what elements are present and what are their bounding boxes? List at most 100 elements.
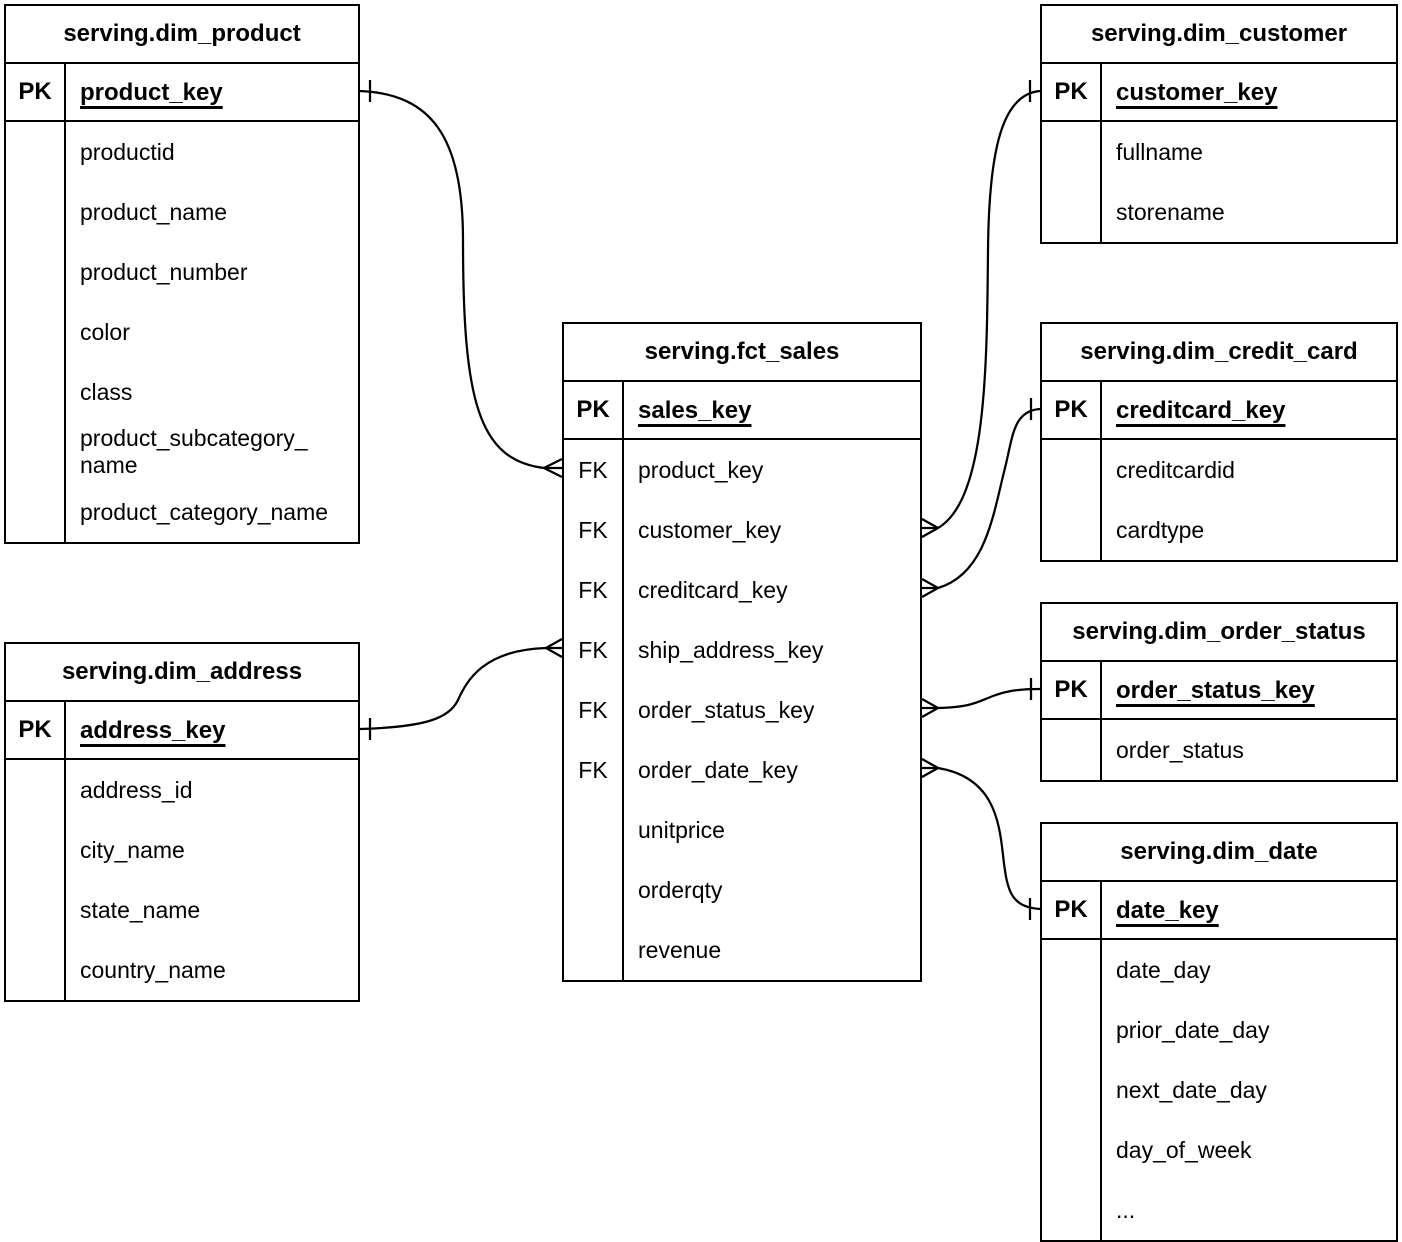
field-name: product_subcategory_ name [80, 425, 308, 478]
gutter-cell [6, 940, 66, 1000]
fk-label: FK [564, 500, 624, 560]
relationship-line[interactable] [937, 766, 1041, 911]
gutter-cell [1042, 1000, 1102, 1060]
gutter-cell [1042, 500, 1102, 560]
field-row: city_name [6, 820, 358, 880]
relationship-order-date[interactable] [921, 758, 1041, 920]
gutter-cell [6, 422, 66, 482]
crow-foot-many-marker [545, 647, 563, 658]
gutter-cell [1042, 182, 1102, 242]
field-row: fullname [1042, 122, 1396, 182]
relationship-product[interactable] [359, 80, 563, 479]
field-name: prior_date_day [1116, 1016, 1270, 1043]
field-row: product_subcategory_ name [6, 422, 358, 482]
gutter-cell [6, 182, 66, 242]
field-name: day_of_week [1116, 1136, 1252, 1163]
table-title: serving.dim_date [1042, 824, 1396, 882]
field-row: prior_date_day [1042, 1000, 1396, 1060]
fk-label: FK [564, 680, 624, 740]
field-name: next_date_day [1116, 1076, 1267, 1103]
field-name: revenue [638, 936, 722, 963]
field-name: storename [1116, 198, 1225, 225]
field-name: unitprice [638, 816, 725, 843]
fk-label: FK [564, 560, 624, 620]
gutter-cell [564, 920, 624, 980]
pk-field-name: product_key [80, 78, 223, 106]
field-name: creditcardid [1116, 456, 1235, 483]
field-row: product_name [6, 182, 358, 242]
relationship-line[interactable] [359, 646, 547, 731]
relationship-customer[interactable] [921, 80, 1041, 538]
pk-label: PK [564, 382, 624, 438]
gutter-cell [1042, 720, 1102, 780]
gutter-cell [6, 760, 66, 820]
field-name: color [80, 318, 130, 345]
crow-foot-many-marker [921, 698, 939, 709]
relationship-line[interactable] [937, 687, 1041, 710]
field-row: next_date_day [1042, 1060, 1396, 1120]
table-title: serving.fct_sales [564, 324, 920, 382]
relationship-creditcard[interactable] [921, 398, 1041, 598]
gutter-cell [1042, 440, 1102, 500]
field-name: product_number [80, 258, 248, 285]
field-row: productid [6, 122, 358, 182]
field-name: date_day [1116, 956, 1211, 983]
field-name: orderqty [638, 876, 723, 903]
field-name: ... [1116, 1196, 1136, 1223]
table-title: serving.dim_order_status [1042, 604, 1396, 662]
relationship-line[interactable] [937, 89, 1041, 529]
pk-label: PK [1042, 382, 1102, 438]
field-name: order_date_key [638, 756, 798, 783]
table-title: serving.dim_credit_card [1042, 324, 1396, 382]
field-row: unitprice [564, 800, 920, 860]
field-row: FK creditcard_key [564, 560, 920, 620]
gutter-cell [6, 302, 66, 362]
relationship-order-status[interactable] [921, 678, 1041, 718]
field-name: class [80, 378, 133, 405]
pk-label: PK [1042, 882, 1102, 938]
field-row: class [6, 362, 358, 422]
field-name: state_name [80, 896, 201, 923]
field-name: cardtype [1116, 516, 1205, 543]
gutter-cell [6, 362, 66, 422]
field-name: address_id [80, 776, 193, 803]
field-name: creditcard_key [638, 576, 788, 603]
pk-field-name: customer_key [1116, 78, 1278, 106]
gutter-cell [564, 800, 624, 860]
pk-field-name: order_status_key [1116, 676, 1315, 704]
field-name: product_key [638, 456, 764, 483]
fk-label: FK [564, 740, 624, 800]
crow-foot-many-marker [921, 758, 939, 769]
table-title: serving.dim_address [6, 644, 358, 702]
primary-key-row: PK creditcard_key [1042, 382, 1396, 440]
relationship-line[interactable] [937, 407, 1041, 590]
field-row: creditcardid [1042, 440, 1396, 500]
field-name: productid [80, 138, 175, 165]
pk-field-name: address_key [80, 716, 226, 744]
field-row: state_name [6, 880, 358, 940]
field-name: ship_address_key [638, 636, 824, 663]
gutter-cell [564, 860, 624, 920]
pk-label: PK [1042, 662, 1102, 718]
relationship-ship-address[interactable] [359, 638, 563, 740]
field-row: day_of_week [1042, 1120, 1396, 1180]
pk-label: PK [6, 64, 66, 120]
pk-field-name: creditcard_key [1116, 396, 1286, 424]
relationship-line[interactable] [359, 89, 545, 470]
field-name: order_status_key [638, 696, 815, 723]
field-row: color [6, 302, 358, 362]
field-row: product_category_name [6, 482, 358, 542]
